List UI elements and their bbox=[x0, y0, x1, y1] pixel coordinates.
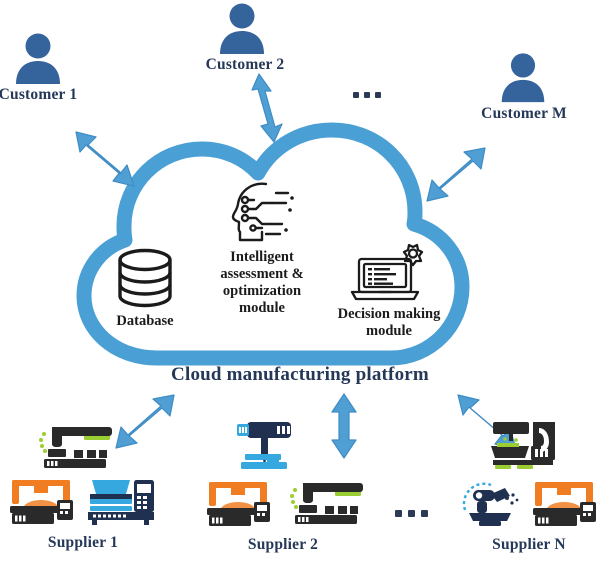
ai-head-circuit-icon bbox=[231, 182, 294, 242]
customers-ellipsis bbox=[353, 92, 381, 98]
database-cylinder-icon bbox=[118, 248, 172, 308]
laptop-gear-icon bbox=[350, 243, 424, 301]
cloud-icon bbox=[76, 122, 470, 366]
module-label-line: optimization bbox=[222, 283, 302, 299]
fdm-3d-printer-icon bbox=[533, 482, 596, 526]
cnc-mill-icon bbox=[491, 422, 555, 469]
dot bbox=[421, 510, 428, 517]
customer-1-label: Customer 1 bbox=[0, 86, 78, 103]
dot bbox=[395, 510, 402, 517]
arrow-customer-1-cloud bbox=[75, 131, 135, 187]
platform-title: Cloud manufacturing platform bbox=[171, 364, 429, 385]
suppliers-ellipsis bbox=[395, 510, 428, 517]
customer-m-label: Customer M bbox=[481, 105, 567, 122]
arrow-cloud-supplier-2 bbox=[331, 393, 357, 459]
cnc-machine-icon bbox=[290, 483, 363, 524]
person-icon bbox=[16, 33, 60, 84]
module-decision-making-label: Decision making module bbox=[333, 306, 445, 340]
module-intelligent-assessment-label: Intelligent assessment & optimization mo… bbox=[200, 249, 324, 317]
customer-2-label: Customer 2 bbox=[205, 56, 285, 73]
arrow-cloud-supplier-1 bbox=[115, 394, 175, 449]
dot bbox=[353, 92, 359, 98]
dot bbox=[408, 510, 415, 517]
supplier-1[interactable]: Supplier 1 bbox=[8, 420, 158, 552]
module-label-line: module bbox=[366, 323, 412, 339]
dot bbox=[364, 92, 370, 98]
module-label-line: assessment & bbox=[220, 266, 304, 282]
arrow-customer-2-cloud bbox=[251, 73, 283, 143]
person-icon bbox=[501, 53, 545, 103]
supplier-1-label: Supplier 1 bbox=[47, 534, 119, 551]
module-database[interactable]: Database bbox=[104, 246, 186, 330]
module-label-line: Decision making bbox=[337, 306, 441, 322]
module-label-line: module bbox=[239, 300, 285, 316]
robot-arm-icon bbox=[462, 482, 519, 526]
customer-1[interactable]: Customer 1 bbox=[0, 28, 93, 104]
supplier-n-label: Supplier N bbox=[492, 536, 566, 553]
arrow-customer-m-cloud bbox=[426, 147, 486, 202]
fdm-3d-printer-icon bbox=[10, 480, 73, 524]
drill-press-icon bbox=[237, 422, 291, 469]
supplier-2-label: Supplier 2 bbox=[247, 536, 319, 553]
module-database-label: Database bbox=[116, 313, 174, 329]
supplier-2[interactable]: Supplier 2 bbox=[205, 418, 369, 554]
module-label-line: Intelligent bbox=[230, 249, 294, 265]
laser-cutter-icon bbox=[88, 480, 154, 525]
customer-m[interactable]: Customer M bbox=[470, 48, 578, 123]
person-icon bbox=[220, 3, 264, 54]
module-intelligent-assessment[interactable]: Intelligent assessment & optimization mo… bbox=[200, 178, 324, 317]
dot bbox=[375, 92, 381, 98]
supplier-n[interactable]: Supplier N bbox=[457, 418, 600, 554]
cnc-machine-icon bbox=[39, 427, 112, 468]
fdm-3d-printer-icon bbox=[207, 482, 270, 526]
module-decision-making[interactable]: Decision making module bbox=[333, 243, 445, 340]
customer-2[interactable]: Customer 2 bbox=[190, 0, 300, 74]
